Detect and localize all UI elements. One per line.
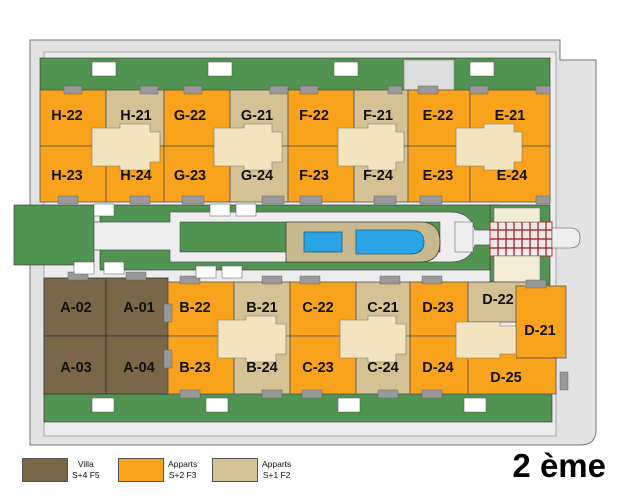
unit-label-D-23: D-23 [422, 300, 453, 316]
unit-D-25[interactable] [467, 357, 557, 395]
pergola-pad-top [493, 207, 541, 223]
unit-label-H-24: H-24 [120, 168, 151, 184]
parking-pad [403, 59, 455, 91]
unit-label-F-24: F-24 [363, 168, 393, 184]
north-block [39, 61, 551, 217]
unit-label-A-02: A-02 [60, 300, 91, 316]
unit-label-F-21: F-21 [363, 108, 393, 124]
stair-core-D [455, 321, 517, 359]
legend-villa: Villa S+4 F5 [22, 455, 100, 485]
legend-s1f2-line2: S+1 F2 [262, 470, 291, 480]
legend-s1f2: Apparts S+1 F2 [212, 455, 291, 485]
unit-label-A-01: A-01 [123, 300, 154, 316]
legend-text-villa: Villa S+4 F5 [72, 459, 100, 481]
unit-label-E-22: E-22 [423, 108, 454, 124]
legend-text-s1f2: Apparts S+1 F2 [262, 459, 291, 481]
floor-label: 2 ème [512, 447, 606, 484]
unit-label-F-22: F-22 [299, 108, 329, 124]
legend-text-s2f3: Apparts S+2 F3 [168, 459, 197, 481]
pergola-pad-bottom [493, 255, 541, 283]
legend-villa-line2: S+4 F5 [72, 470, 100, 480]
unit-label-B-23: B-23 [179, 360, 210, 376]
unit-A-04[interactable] [105, 335, 169, 395]
unit-label-C-24: C-24 [367, 360, 398, 376]
unit-label-E-24: E-24 [497, 168, 528, 184]
unit-label-G-21: G-21 [241, 108, 273, 124]
unit-label-B-24: B-24 [246, 360, 277, 376]
unit-label-G-23: G-23 [174, 168, 206, 184]
unit-label-D-22: D-22 [482, 292, 513, 308]
stair-core-E [455, 123, 523, 171]
unit-label-D-24: D-24 [422, 360, 453, 376]
unit-label-H-21: H-21 [120, 108, 151, 124]
pool-small [303, 231, 343, 253]
unit-label-G-24: G-24 [241, 168, 273, 184]
unit-A-02[interactable] [43, 277, 107, 337]
unit-label-H-23: H-23 [51, 168, 82, 184]
unit-label-C-22: C-22 [302, 300, 333, 316]
unit-label-A-03: A-03 [60, 360, 91, 376]
legend-swatch-villa [22, 458, 68, 482]
unit-label-F-23: F-23 [299, 168, 329, 184]
legend-s2f3: Apparts S+2 F3 [118, 455, 197, 485]
stair-core-F [337, 123, 405, 171]
south-block [43, 261, 569, 413]
unit-label-E-21: E-21 [495, 108, 526, 124]
stair-core-C [339, 315, 407, 363]
legend-s2f3-line1: Apparts [168, 459, 198, 469]
pool-large [355, 229, 425, 255]
stair-core-G [213, 123, 283, 171]
unit-label-E-23: E-23 [423, 168, 454, 184]
unit-label-C-23: C-23 [302, 360, 333, 376]
green-west [13, 204, 95, 266]
stair-core-H [91, 123, 161, 171]
garden-path-spur [454, 221, 474, 253]
unit-label-H-22: H-22 [51, 108, 82, 124]
unit-label-A-04: A-04 [123, 360, 154, 376]
legend-villa-line1: Villa [77, 459, 94, 469]
unit-E-23[interactable] [407, 145, 471, 203]
legend-swatch-s1f2 [212, 458, 258, 482]
unit-labels: H-22 H-21 G-22 G-21 F-22 F-21 E-22 E-21 … [51, 108, 555, 386]
east-bulb [551, 227, 581, 249]
unit-label-B-21: B-21 [246, 300, 277, 316]
pergola [489, 221, 553, 257]
legend-swatch-s2f3 [118, 458, 164, 482]
legend-s1f2-line1: Apparts [262, 459, 292, 469]
legend-s2f3-line2: S+2 F3 [168, 470, 197, 480]
unit-label-G-22: G-22 [174, 108, 206, 124]
unit-label-D-25: D-25 [490, 370, 521, 386]
unit-label-D-21: D-21 [524, 323, 555, 339]
unit-label-C-21: C-21 [367, 300, 398, 316]
stair-core-B [217, 315, 287, 363]
unit-label-B-22: B-22 [179, 300, 210, 316]
